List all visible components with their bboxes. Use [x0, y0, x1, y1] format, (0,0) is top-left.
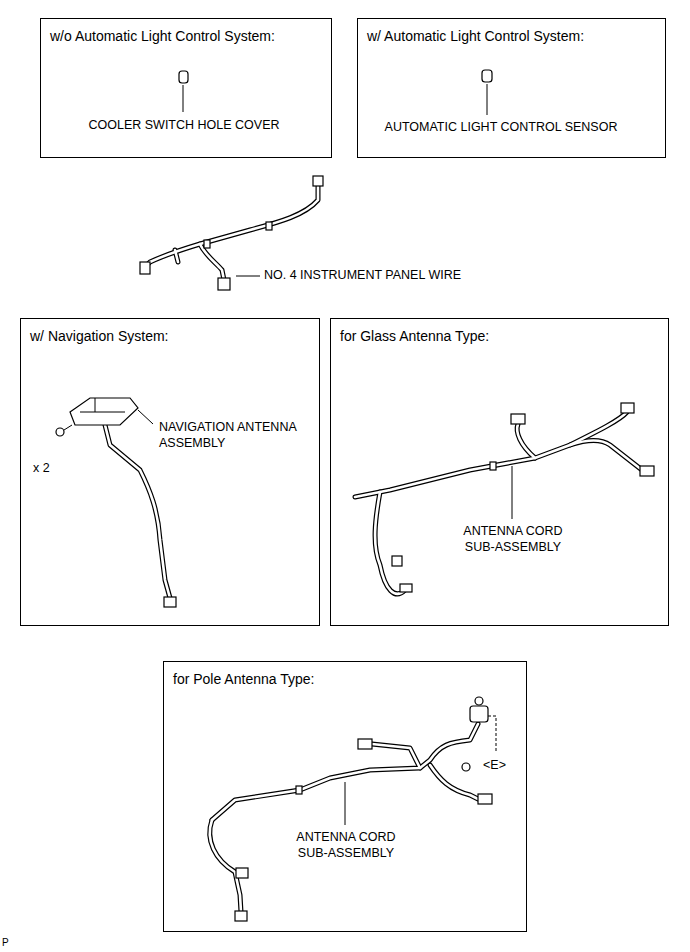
light-control-sensor [482, 70, 492, 115]
wire-inner [372, 744, 420, 768]
part-name: AUTOMATIC LIGHT CONTROL SENSOR [366, 120, 636, 136]
wire-inner [355, 440, 642, 497]
part-name: ANTENNA CORD SUB-ASSEMBLY [453, 524, 573, 555]
variant-frame: w/ Automatic Light Control System: AUTOMA… [357, 18, 666, 158]
cooler-switch-hole-cover [179, 71, 188, 83]
light-control-sensor [487, 84, 488, 115]
connector [140, 176, 654, 921]
wire-inner [375, 492, 405, 594]
variant-frame: w/o Automatic Light Control System: COOLE… [40, 18, 332, 158]
group-heading: for Glass Antenna Type: [340, 328, 489, 346]
wire-inner [200, 244, 224, 280]
pole-antenna-base [475, 697, 483, 705]
part-name: ANTENNA CORD SUB-ASSEMBLY [286, 830, 406, 861]
cooler-switch-hole-cover [179, 71, 188, 112]
fastener-code: <E> [483, 758, 506, 774]
figure-code: P [2, 937, 9, 950]
wire-outline [210, 820, 241, 912]
wire-outline [375, 492, 405, 594]
leader-line [345, 782, 346, 825]
connector [478, 794, 492, 804]
wire-inner [105, 186, 642, 912]
wire-outline [372, 744, 420, 768]
leader-line [236, 276, 260, 277]
wire-inner [210, 820, 241, 912]
navigation-antenna [138, 410, 153, 424]
variant-frame: w/ Navigation System: NAVIGATION ANTENNA … [20, 318, 320, 626]
part-name: COOLER SWITCH HOLE COVER [64, 118, 304, 134]
connector [313, 176, 323, 186]
variant-frame: for Glass Antenna Type: ANTENNA CORD SUB-… [330, 318, 669, 626]
group-heading: w/o Automatic Light Control System: [50, 28, 275, 46]
connector [511, 414, 525, 424]
wire-outline [430, 765, 478, 799]
navigation-antenna [80, 398, 125, 412]
wire-outline [517, 424, 535, 458]
pole-antenna-base [462, 763, 470, 771]
pole-antenna-base [470, 706, 488, 722]
group-heading: for Pole Antenna Type: [173, 671, 314, 689]
connector [218, 278, 230, 290]
connector [392, 556, 402, 566]
connector [490, 462, 496, 470]
wire-inner [175, 250, 178, 262]
navigation-antenna [56, 398, 153, 436]
variant-frame: for Pole Antenna Type: ANTENNA CORD SUB-A… [163, 661, 527, 932]
connector [621, 403, 634, 413]
wire-inner [570, 412, 627, 445]
connector [266, 222, 272, 230]
navigation-antenna [56, 428, 64, 436]
quantity-label: x 2 [33, 461, 50, 477]
wire-outline [200, 244, 224, 280]
navigation-antenna [70, 398, 138, 425]
wire-inner [105, 425, 170, 598]
wire-outline [105, 186, 642, 912]
connector [400, 584, 412, 592]
cooler-switch-hole-cover [183, 85, 184, 112]
connector [640, 466, 654, 476]
wire-inner [146, 186, 318, 266]
connector [164, 597, 176, 607]
part-name: NAVIGATION ANTENNA ASSEMBLY [159, 420, 299, 451]
wire-outline [355, 440, 642, 497]
connector [236, 868, 248, 878]
connector [140, 262, 150, 274]
connector [204, 240, 210, 248]
connector [235, 911, 247, 921]
connector [358, 739, 372, 749]
group-heading: w/ Automatic Light Control System: [367, 28, 584, 46]
navigation-antenna [64, 425, 72, 430]
light-control-sensor [482, 70, 492, 82]
wire-inner [430, 765, 478, 799]
wire-inner [517, 424, 535, 458]
leader-line [512, 466, 513, 519]
pole-antenna-base [488, 716, 496, 752]
group-heading: w/ Navigation System: [30, 328, 169, 346]
part-name: NO. 4 INSTRUMENT PANEL WIRE [264, 268, 461, 284]
wire-outline [105, 425, 170, 598]
connector [296, 786, 302, 794]
wire-outline [146, 186, 318, 266]
